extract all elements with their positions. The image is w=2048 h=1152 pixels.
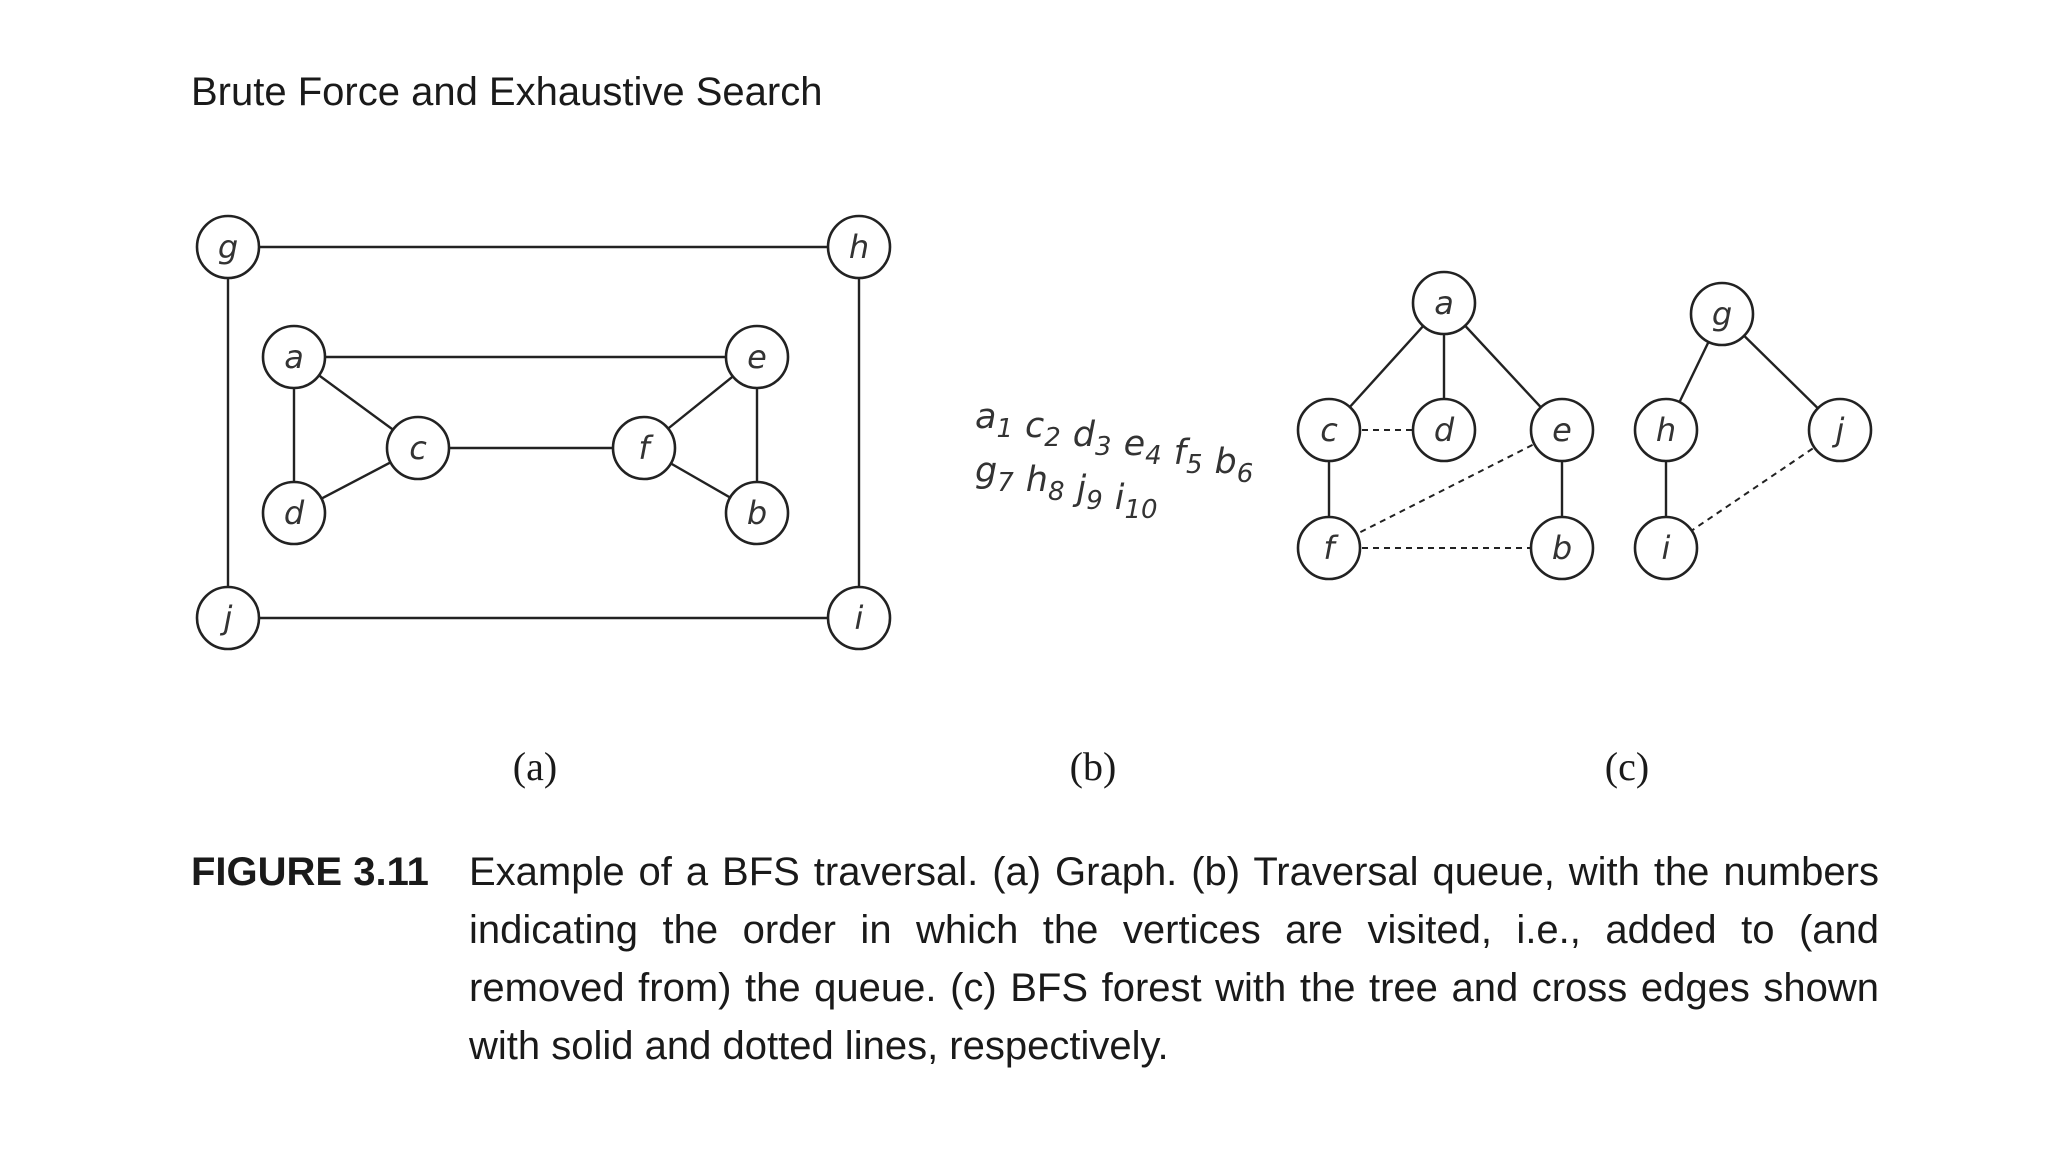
queue-vertex: e	[1124, 424, 1146, 464]
panel_c-vertex-d	[1411, 397, 1477, 463]
panel-a-label: (a)	[513, 744, 557, 789]
queue-vertex: d	[1073, 415, 1096, 455]
queue-visit-order: 8	[1048, 477, 1065, 507]
queue-vertex: c	[1025, 406, 1044, 446]
panel_c-cross-edge-j-i	[1665, 429, 1841, 549]
panel_a-vertex-label-e: e	[747, 338, 767, 376]
panel_c-vertex-label-c: c	[1320, 411, 1338, 449]
panel_a-vertex-g	[195, 214, 261, 280]
queue-vertex: a	[975, 397, 996, 437]
panel_c-vertex-e	[1529, 397, 1595, 463]
panel_a-vertex-j	[195, 585, 261, 651]
running-header: Brute Force and Exhaustive Search	[191, 70, 823, 114]
queue-visit-order: 10	[1125, 495, 1158, 525]
panel_a-vertex-label-h: h	[849, 228, 869, 266]
panel_c-vertex-j	[1807, 397, 1873, 463]
panel_a-vertex-label-i: i	[855, 599, 864, 637]
panel_a-vertex-label-a: a	[284, 338, 304, 376]
queue-vertex: g	[975, 451, 997, 491]
panel_c-vertex-label-b: b	[1552, 529, 1572, 567]
panel_c-vertex-label-d: d	[1434, 411, 1455, 449]
queue-visit-order: 1	[996, 414, 1013, 444]
panel_a-vertex-c	[385, 415, 451, 481]
panel-b-label: (b)	[1070, 744, 1117, 789]
panel_c-vertex-h	[1633, 397, 1699, 463]
queue-visit-order: 5	[1186, 450, 1203, 480]
panel_a-vertex-label-b: b	[747, 494, 767, 532]
panel_c-vertex-i	[1633, 515, 1699, 581]
panel_a-vertex-label-c: c	[409, 429, 427, 467]
panel_a-vertex-e	[724, 324, 790, 390]
figure-caption: FIGURE 3.11 Example of a BFS traversal. …	[191, 843, 1891, 1075]
panel_a-vertex-b	[724, 480, 790, 546]
queue-visit-order: 6	[1237, 459, 1254, 489]
panel_a-vertex-h	[826, 214, 892, 280]
queue-visit-order: 4	[1145, 441, 1162, 471]
panel_c-vertex-label-j: j	[1832, 411, 1845, 449]
panel_c-vertex-label-a: a	[1434, 284, 1454, 322]
panel_a-vertex-a	[261, 324, 327, 390]
panel_a-vertex-label-d: d	[284, 494, 305, 532]
panel_c-vertex-b	[1529, 515, 1595, 581]
queue-visit-order: 3	[1095, 432, 1112, 462]
panel_c-vertex-label-h: h	[1656, 411, 1676, 449]
panel_c-vertex-f	[1296, 515, 1362, 581]
panel_a-vertex-i	[826, 585, 892, 651]
queue-visit-order: 9	[1086, 486, 1103, 516]
caption-text: Example of a BFS traversal. (a) Graph. (…	[469, 850, 1879, 1068]
queue-visit-order: 2	[1044, 423, 1061, 453]
panel-c-label: (c)	[1605, 744, 1649, 789]
queue-vertex: h	[1026, 460, 1048, 500]
queue-vertex: j	[1073, 469, 1087, 509]
panel_a-vertex-f	[611, 415, 677, 481]
panel_a-vertex-label-g: g	[218, 228, 238, 266]
panel_a-vertex-label-j: j	[220, 599, 233, 637]
queue-vertex: b	[1215, 442, 1237, 482]
panel_c-vertex-label-i: i	[1662, 529, 1671, 567]
caption-label: FIGURE 3.11	[191, 850, 429, 894]
panel_c-vertex-label-g: g	[1712, 295, 1732, 333]
queue-vertex: i	[1115, 478, 1125, 518]
panel_c-vertex-c	[1296, 397, 1362, 463]
panel_a-vertex-d	[261, 480, 327, 546]
panel_c-vertex-label-e: e	[1552, 411, 1572, 449]
panel_c-vertex-a	[1411, 270, 1477, 336]
panel_c-vertex-g	[1689, 281, 1755, 347]
queue-visit-order: 7	[997, 468, 1014, 498]
